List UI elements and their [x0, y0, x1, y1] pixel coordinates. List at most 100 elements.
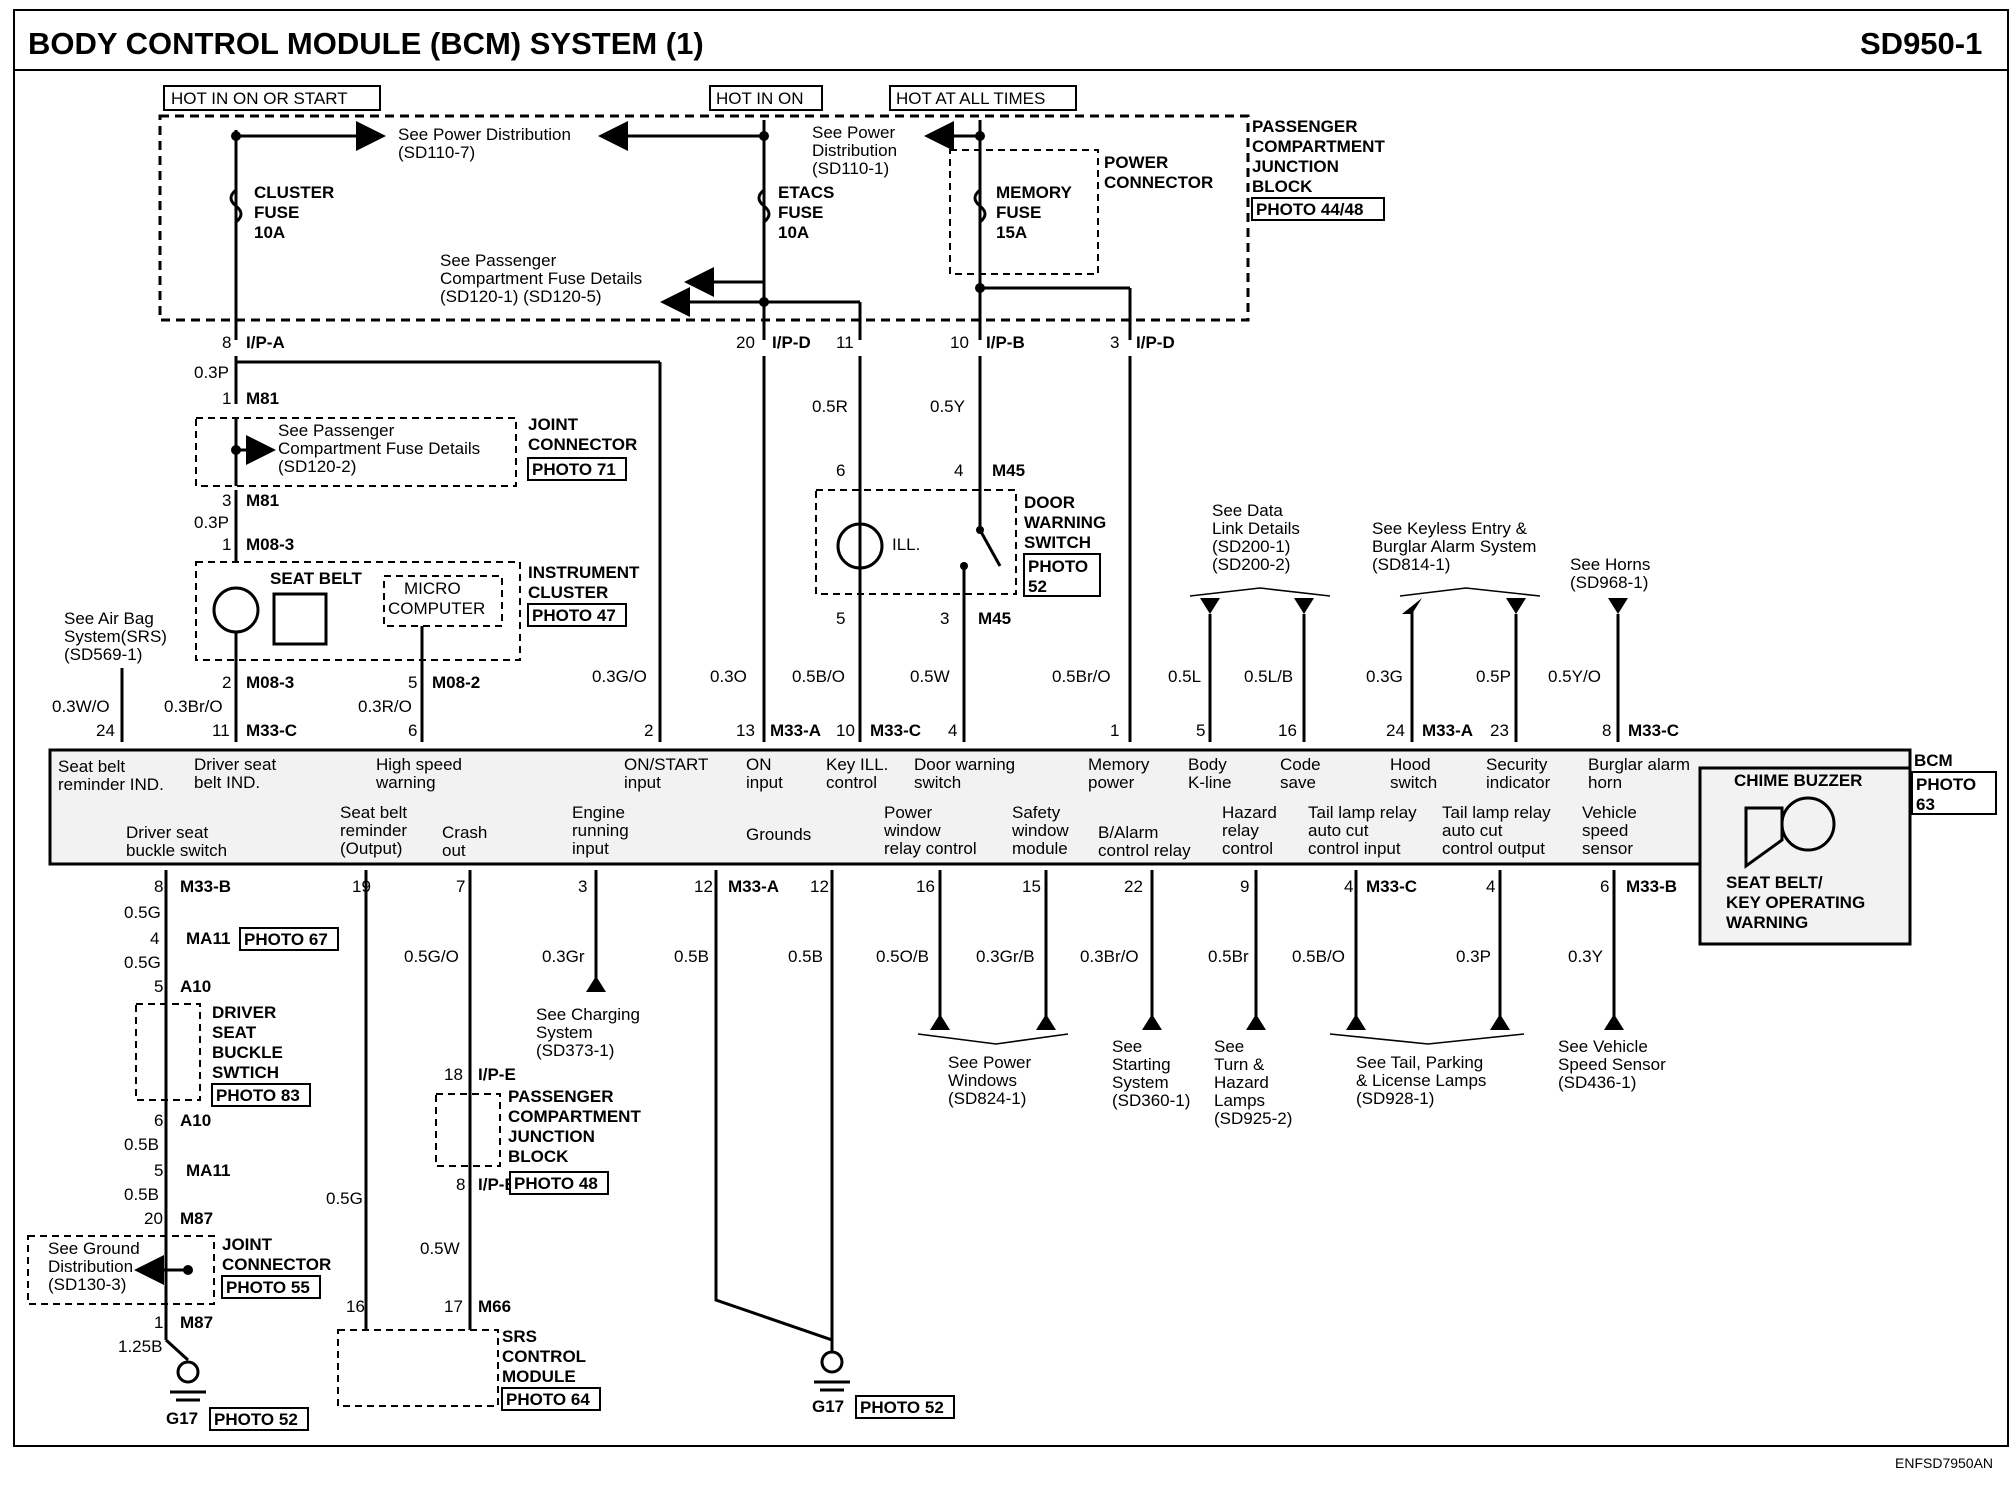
ref-datalink-4: (SD200-2) [1212, 555, 1290, 574]
wire-segment [975, 283, 985, 293]
wire-segment [501, 1387, 601, 1411]
srs-outline [337, 1329, 499, 1407]
pin-11: 11 [836, 333, 854, 352]
wire-segment [759, 131, 769, 141]
diagram-label: reminder IND. [58, 775, 164, 794]
ref-tail-1: See Tail, Parking [1356, 1053, 1483, 1072]
pin-m08-5: 5 [408, 673, 417, 692]
diagram-label: power [1088, 773, 1135, 792]
diagram-code: SD950-1 [1860, 26, 1982, 61]
ground-g17-left-icon [176, 1360, 200, 1384]
diagram-label: Seat belt [58, 757, 125, 776]
top-conn-m33c-2: M33-C [870, 721, 921, 740]
ref-horns-1: See Horns [1570, 555, 1650, 574]
conn-ipe-1: I/P-E [478, 1065, 516, 1084]
top-pin-24a: 24 [96, 721, 115, 740]
diagram-label: running [572, 821, 629, 840]
wire-segment [855, 1395, 955, 1419]
diagram-label: warning [375, 773, 436, 792]
bot-conn-m33b-1: M33-B [180, 877, 231, 896]
ref-keyless-1: See Keyless Entry & [1372, 519, 1528, 538]
diagram-label: ON/START [624, 755, 708, 774]
wire-05yo: 0.5Y/O [1548, 667, 1601, 686]
ref-pcfd-2a: See Passenger [278, 421, 395, 440]
ref-pcfd-1a: See Passenger [440, 251, 557, 270]
diagram-label: control output [1442, 839, 1545, 858]
diagram-label: Key ILL. [826, 755, 888, 774]
wire-segment [221, 1275, 321, 1299]
top-pin-24b: 24 [1386, 721, 1405, 740]
wire-segment [1399, 587, 1541, 597]
diagram-label: High speed [376, 755, 462, 774]
wire-05br: 0.5Br [1208, 947, 1249, 966]
chime-buzzer-label: CHIME BUZZER [1734, 771, 1862, 790]
ref-power-windows-1: See Power [948, 1053, 1031, 1072]
door-warning-line-1: DOOR [1024, 493, 1075, 512]
diagram-label: Burglar alarm [1588, 755, 1690, 774]
cluster-fuse-1: CLUSTER [254, 183, 334, 202]
door-switch-contact [978, 529, 1002, 567]
pcjb-top-outline [158, 114, 1250, 322]
wire-segment [1911, 771, 1997, 815]
ref-starting-4: (SD360-1) [1112, 1091, 1190, 1110]
wire-03gr: 0.3Gr [542, 947, 585, 966]
pin-m81-3: 3 [222, 491, 231, 510]
page-frame [13, 9, 2009, 1447]
wire-segment [1506, 598, 1526, 614]
ref-pcfd-2b: Compartment Fuse Details [278, 439, 480, 458]
pcjb-top-line-1: PASSENGER [1252, 117, 1358, 136]
diagram-label: B/Alarm [1098, 823, 1158, 842]
ma11-photo: PHOTO 67 [244, 930, 328, 949]
wire-03p-2: 0.3P [194, 513, 229, 532]
conn-m45-1: M45 [992, 461, 1025, 480]
joint-connector-1-photo: PHOTO 71 [532, 460, 616, 479]
wire-05r: 0.5R [812, 397, 848, 416]
wire-03grb: 0.3Gr/B [976, 947, 1035, 966]
joint-connector-2-photo: PHOTO 55 [226, 1278, 310, 1297]
ill-lamp-icon [836, 522, 884, 570]
wire-segment [975, 131, 985, 141]
diagram-label: Power [884, 803, 933, 822]
top-conn-m33c-3: M33-C [1628, 721, 1679, 740]
ref-airbag-2: System(SRS) [64, 627, 167, 646]
g17-left-photo: PHOTO 52 [214, 1410, 298, 1429]
chime-note-1: SEAT BELT/ [1726, 873, 1823, 892]
diagram-label: Engine [572, 803, 625, 822]
pin-ipa-8: 8 [222, 333, 231, 352]
ref-horns-2: (SD968-1) [1570, 573, 1648, 592]
top-conn-m33c-1: M33-C [246, 721, 297, 740]
pin-m45-6: 6 [836, 461, 845, 480]
wire-05l: 0.5L [1168, 667, 1201, 686]
diagram-label: Memory [1088, 755, 1150, 774]
pin-ipe-8: 8 [456, 1175, 465, 1194]
etacs-fuse-symbol [757, 188, 771, 224]
cluster-fuse-symbol [229, 188, 243, 224]
diagram-label: Code [1280, 755, 1321, 774]
wire-segment [1246, 1014, 1266, 1030]
micro-computer-2: COMPUTER [388, 599, 485, 618]
wire-05b-4: 0.5B [788, 947, 823, 966]
diagram-label: auto cut [1308, 821, 1369, 840]
diagram-label: Hood [1390, 755, 1431, 774]
top-pin-23: 23 [1490, 721, 1509, 740]
ref-starting-3: System [1112, 1073, 1169, 1092]
pin-m45-5: 5 [836, 609, 845, 628]
bot-pin-22: 22 [1124, 877, 1143, 896]
instrument-cluster-line-2: CLUSTER [528, 583, 608, 602]
bot-conn-m33a: M33-A [728, 877, 779, 896]
diagram-label: window [1011, 821, 1069, 840]
pcjb-top-line-2: COMPARTMENT [1252, 137, 1385, 156]
memory-fuse-2: FUSE [996, 203, 1041, 222]
driver-buckle-line-3: BUCKLE [212, 1043, 283, 1062]
top-pin-13: 13 [736, 721, 755, 740]
ref-ground-3: (SD130-3) [48, 1275, 126, 1294]
driver-buckle-line-2: SEAT [212, 1023, 257, 1042]
joint-connector-2-outline [27, 1235, 215, 1305]
top-conn-m33a-1: M33-A [770, 721, 821, 740]
memory-fuse-3: 15A [996, 223, 1027, 242]
driver-buckle-photo: PHOTO 83 [216, 1086, 300, 1105]
footer-code: ENFSD7950AN [1895, 1455, 1993, 1471]
hot-at-all-times-label: HOT AT ALL TIMES [896, 89, 1045, 108]
driver-buckle-line-4: SWTICH [212, 1063, 279, 1082]
